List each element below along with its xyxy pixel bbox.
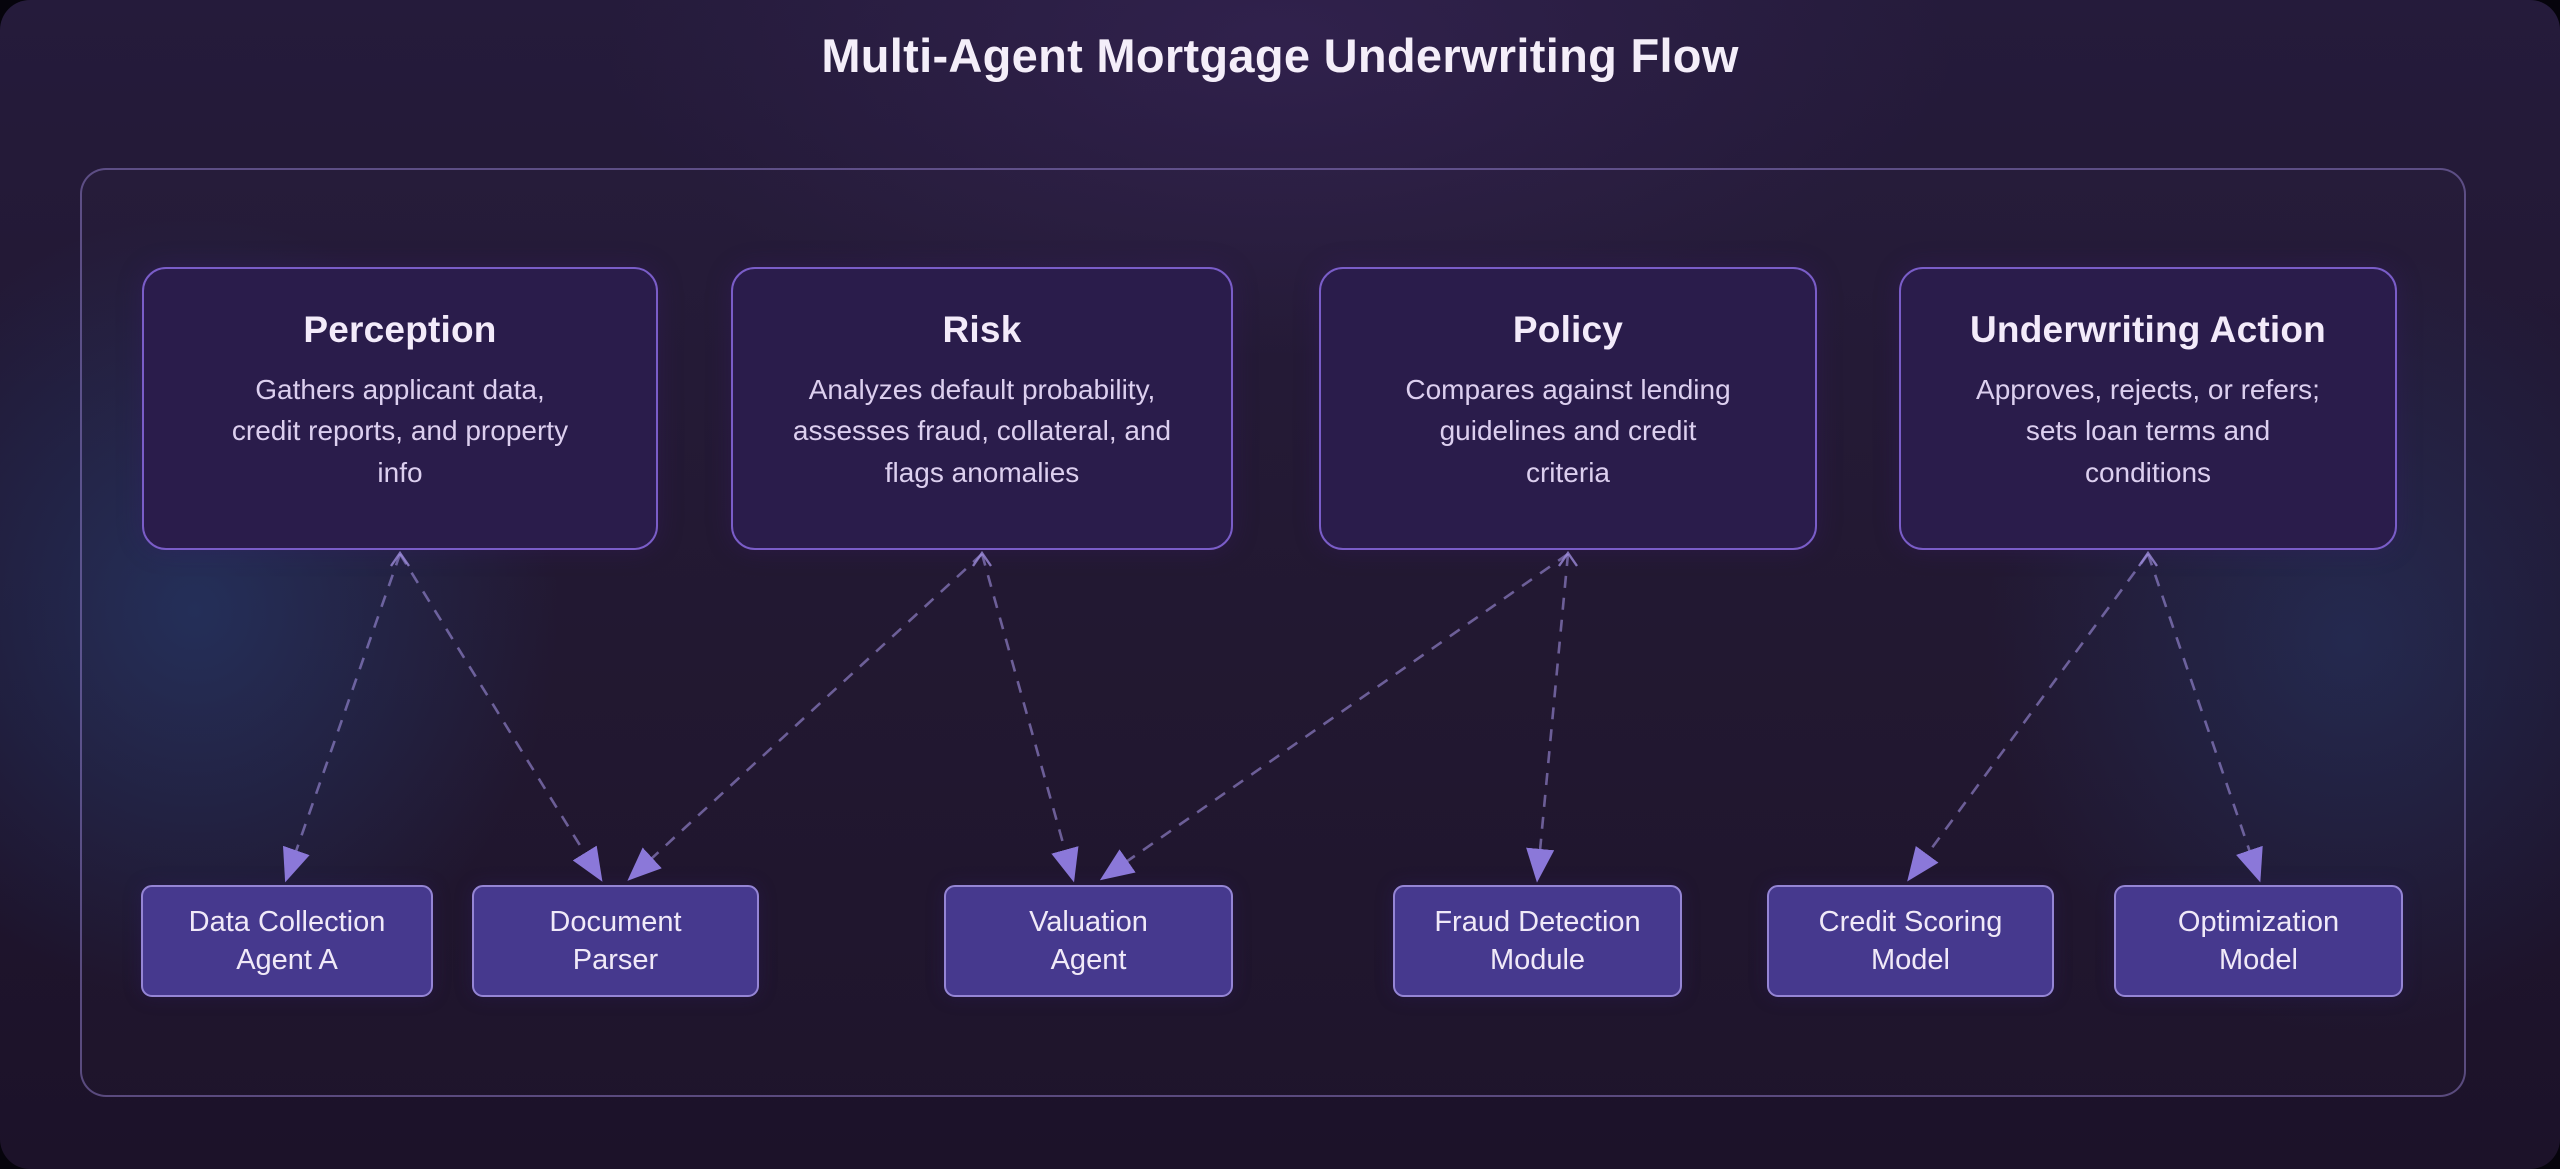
agent-description: Analyzes default probability, assesses f…	[792, 374, 1172, 488]
module-card-document-parser: Document Parser	[472, 885, 759, 997]
agent-card-policy: Policy Compares against lending guidelin…	[1319, 267, 1817, 550]
module-label: Document Parser	[549, 905, 682, 976]
agent-description: Gathers applicant data, credit reports, …	[231, 374, 569, 488]
module-card-valuation-agent: Valuation Agent	[944, 885, 1233, 997]
agent-card-perception: Perception Gathers applicant data, credi…	[142, 267, 658, 550]
module-card-optimization-model: Optimization Model	[2114, 885, 2403, 997]
agent-title: Policy	[1512, 309, 1624, 350]
module-label: Fraud Detection Module	[1434, 905, 1641, 976]
agent-title: Underwriting Action	[1970, 309, 2326, 350]
module-card-credit-scoring-model: Credit Scoring Model	[1767, 885, 2054, 997]
agent-title: Risk	[942, 309, 1022, 350]
agent-card-risk: Risk Analyzes default probability, asses…	[731, 267, 1233, 550]
module-label: Valuation Agent	[1029, 905, 1148, 976]
module-label: Credit Scoring Model	[1818, 905, 2003, 976]
agent-title: Perception	[303, 309, 497, 350]
module-card-fraud-detection-module: Fraud Detection Module	[1393, 885, 1682, 997]
agent-description: Compares against lending guidelines and …	[1405, 374, 1731, 488]
diagram-panel	[80, 168, 2466, 1097]
agent-description: Approves, rejects, or refers; sets loan …	[1976, 374, 2320, 488]
agent-card-underwriting-action: Underwriting Action Approves, rejects, o…	[1899, 267, 2397, 550]
module-label: Optimization Model	[2177, 905, 2340, 976]
module-label: Data Collection Agent A	[188, 905, 386, 976]
page-title: Multi-Agent Mortgage Underwriting Flow	[821, 29, 1739, 82]
module-card-data-collection-agent-a: Data Collection Agent A	[141, 885, 433, 997]
